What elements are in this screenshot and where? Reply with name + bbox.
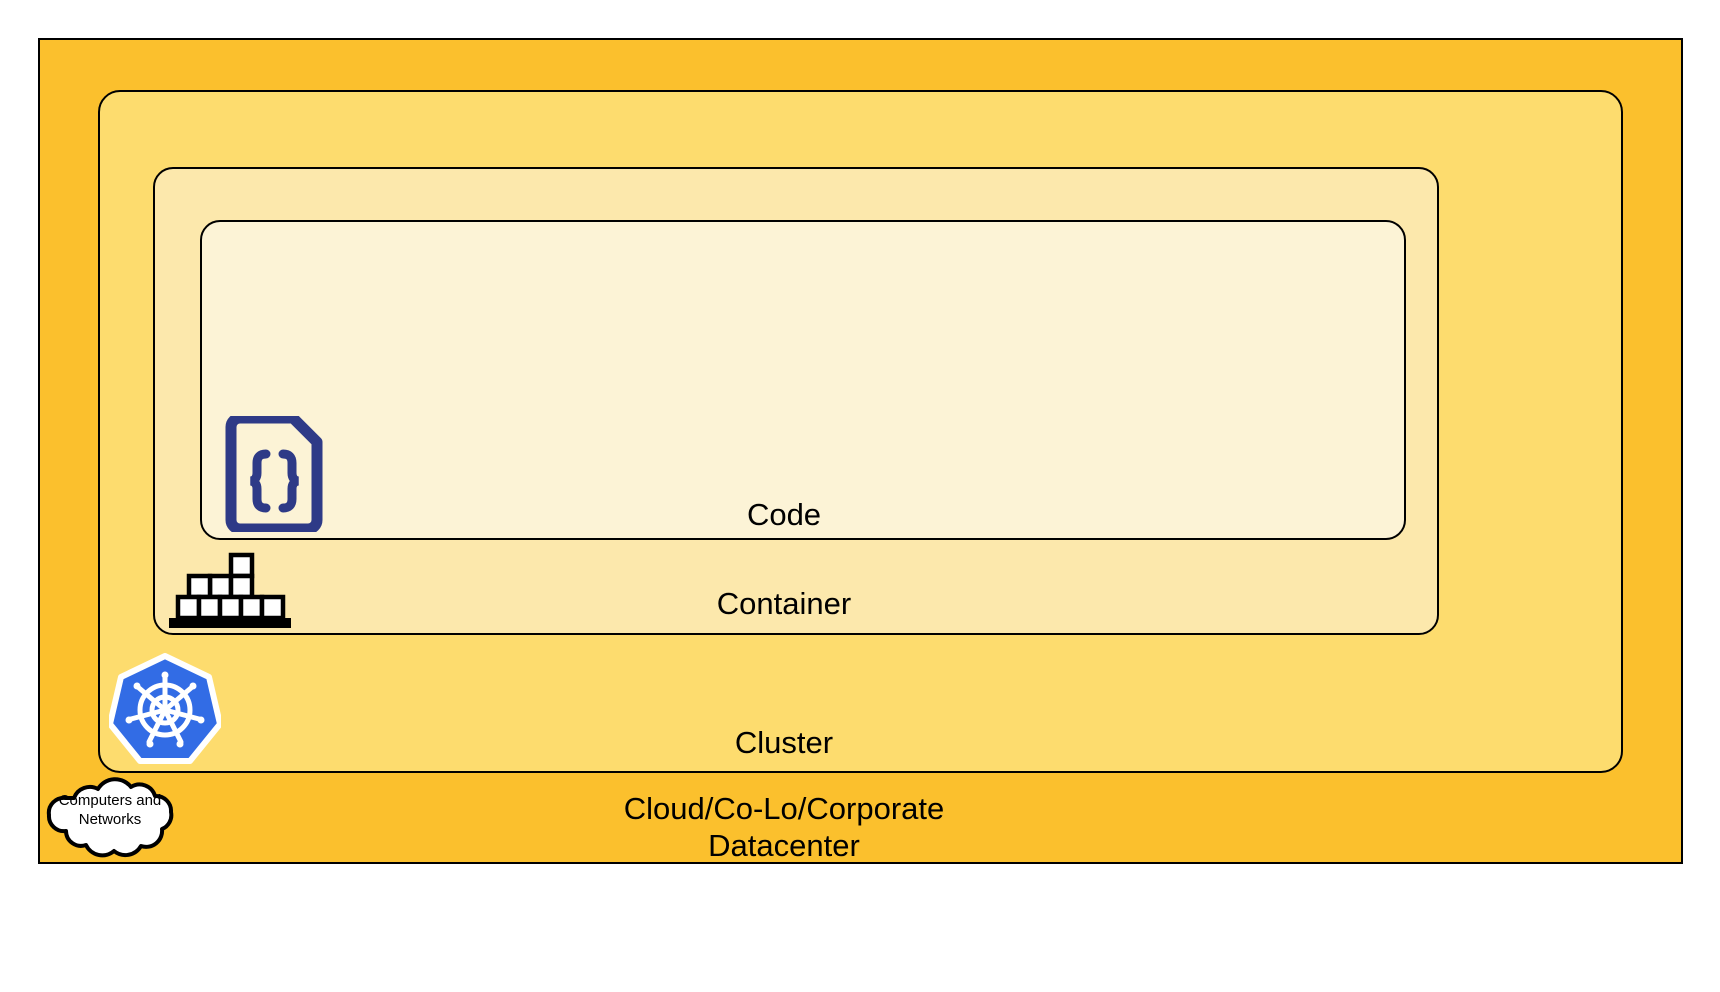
cloud-icon bbox=[36, 772, 184, 868]
layer-label-cluster: Cluster bbox=[734, 725, 834, 760]
shipping-container-stack-icon bbox=[167, 552, 293, 630]
layer-label-datacenter: Cloud/Co-Lo/Corporate Datacenter bbox=[623, 791, 945, 863]
kubernetes-icon bbox=[107, 653, 223, 765]
layer-box-code[interactable] bbox=[200, 220, 1406, 540]
json-file-icon bbox=[221, 412, 325, 535]
layer-label-code: Code bbox=[746, 497, 822, 532]
layer-label-container: Container bbox=[716, 586, 852, 621]
